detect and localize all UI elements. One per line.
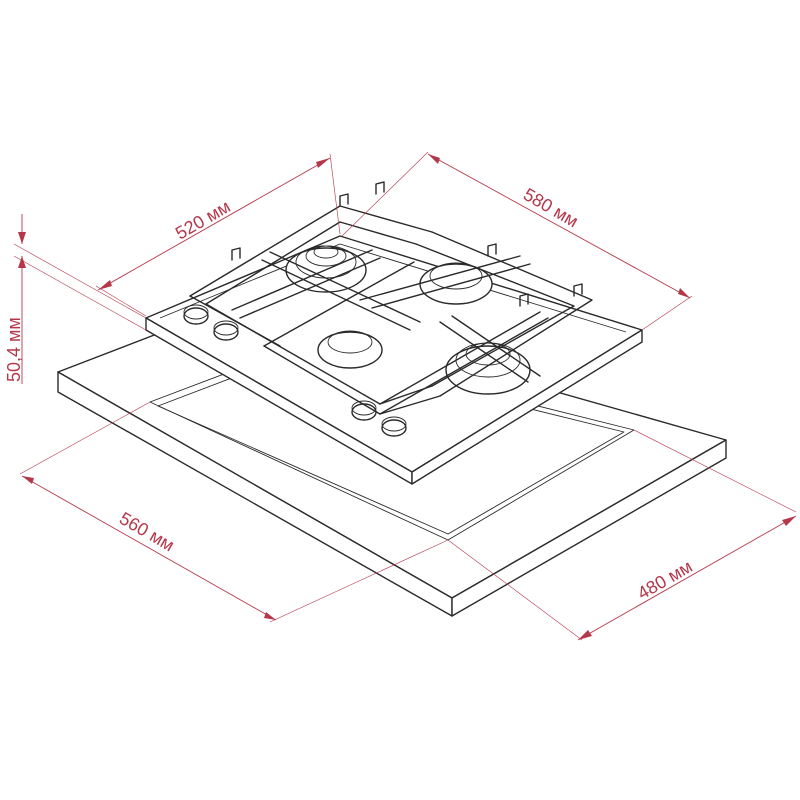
dimension-height: 50,4 мм [4, 214, 147, 384]
arrow-head [264, 612, 276, 620]
knob-top [213, 320, 239, 336]
burner-center [313, 245, 339, 259]
arrow-head [22, 476, 34, 484]
grate-bar [261, 259, 411, 331]
burner-front-left [317, 330, 383, 369]
label-50-4: 50,4 мм [4, 317, 24, 382]
grate-bar [371, 263, 531, 309]
arrow-head [18, 232, 26, 244]
arrow-head [678, 288, 690, 298]
arrow-head [428, 154, 440, 164]
grate-bar [379, 317, 549, 415]
knob [183, 307, 209, 325]
knob-top [351, 400, 377, 416]
dimension-line-480 [577, 515, 797, 641]
arrow-head [18, 256, 26, 268]
label-520: 520 мм [172, 196, 234, 243]
label-480: 480 мм [634, 556, 696, 603]
hob-right-edge [411, 329, 643, 485]
label-560: 560 мм [116, 508, 178, 555]
hob-rim [159, 243, 627, 333]
arrow-head [316, 158, 330, 168]
knob-group-left [183, 304, 239, 341]
grate-bar [269, 251, 421, 323]
pan-support-grates [189, 181, 593, 415]
knob [381, 419, 407, 437]
dimension-line-580 [427, 153, 691, 299]
burner-cap [429, 262, 483, 290]
countertop-side-face [451, 439, 727, 617]
grate-foot [573, 283, 583, 297]
grate-bar [359, 255, 521, 301]
grate-bar [205, 221, 417, 305]
grate-bar [439, 321, 529, 383]
grate-bar [263, 261, 415, 347]
grate-bar [431, 231, 593, 397]
burner-cap [327, 330, 373, 354]
grate-foot [519, 293, 529, 307]
arrow-head [782, 516, 796, 526]
dimension-line-560 [21, 475, 277, 621]
knob-top [183, 304, 209, 320]
knob [213, 323, 239, 341]
grate-bar [415, 243, 575, 387]
grate-foot [487, 243, 497, 257]
grate-bar [379, 311, 541, 405]
grate-bar [205, 303, 273, 343]
grate-foot [339, 193, 349, 207]
dimension-line-520 [97, 157, 331, 291]
label-580: 580 мм [520, 184, 582, 231]
arrow-head [578, 630, 592, 640]
burner-base [317, 331, 383, 369]
hob [145, 181, 643, 485]
grate-foot [231, 247, 241, 261]
arrow-head [98, 280, 112, 290]
knob-top [381, 416, 407, 432]
grate-foot [375, 181, 385, 195]
grate-bar [451, 315, 541, 377]
grate-bar [239, 257, 381, 319]
grate-bar [231, 249, 373, 311]
knob [351, 403, 377, 421]
